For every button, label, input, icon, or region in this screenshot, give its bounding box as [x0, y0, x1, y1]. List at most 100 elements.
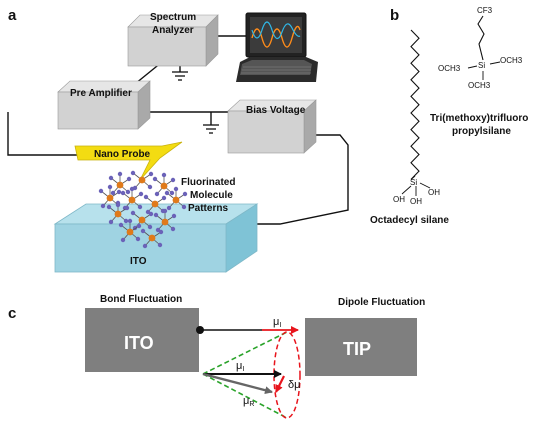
- trifluoro-name-1: Tri(methoxy)trifluoro: [430, 113, 528, 124]
- fluorine-atom: [148, 211, 154, 217]
- bond-fluctuation-label: Bond Fluctuation: [100, 294, 182, 305]
- fluorine-atom: [166, 205, 172, 211]
- fluorine-atom: [140, 228, 146, 234]
- fluorine-atom: [107, 184, 113, 190]
- fluorine-atom: [138, 191, 144, 197]
- fluorine-atom: [137, 204, 143, 210]
- och3-bond-left: [467, 65, 478, 69]
- mu-r-cone: μR: [243, 395, 254, 408]
- dipole-arrow-mu-r: [202, 372, 273, 395]
- bias-voltage-label: Bias Voltage: [246, 105, 306, 116]
- fluorine-atom: [153, 212, 159, 218]
- fluorine-atom: [161, 195, 167, 201]
- bond-left: [401, 185, 412, 195]
- fluorine-atom: [182, 191, 188, 197]
- fluorine-atom: [106, 204, 112, 210]
- mu-i-top: μI: [273, 316, 281, 329]
- panel-b-letter: b: [390, 7, 399, 24]
- fluorine-atom: [130, 170, 136, 176]
- silicon-atom: [106, 194, 114, 202]
- fluorine-atom: [110, 190, 116, 196]
- si-left-label: Si: [410, 178, 417, 187]
- ground-symbol-2: [203, 124, 219, 134]
- fluorine-atom: [142, 243, 148, 249]
- octadecyl-chain: [410, 29, 420, 180]
- fluorine-atom: [124, 205, 130, 211]
- fluorine-atom: [147, 184, 153, 190]
- panel-a-letter: a: [8, 7, 17, 24]
- delta-mu-label: δμ: [288, 379, 300, 391]
- fluorine-atom: [120, 190, 126, 196]
- laptop-icon: [236, 12, 318, 82]
- silicon-atom: [114, 210, 122, 218]
- silicon-atom: [126, 228, 134, 236]
- fluorine-atom: [143, 194, 149, 200]
- bias-voltage-box: Bias Voltage: [227, 99, 317, 154]
- fluorine-atom: [171, 213, 177, 219]
- mu-i-cone: μI: [236, 360, 244, 373]
- fluorine-atom: [157, 242, 163, 248]
- fluorine-atom: [108, 175, 114, 181]
- panel-c-letter: c: [8, 305, 16, 322]
- fluorine-atom: [181, 204, 187, 210]
- och3-bottom-label: OCH3: [468, 81, 491, 90]
- fluorine-atom: [158, 229, 164, 235]
- fluorine-atom: [147, 224, 153, 230]
- fluorine-atom: [98, 188, 104, 194]
- dipole-fluctuation-label: Dipole Fluctuation: [338, 297, 425, 308]
- ito-box: [85, 308, 199, 372]
- fluorine-atom: [170, 177, 176, 183]
- silicon-atom: [172, 196, 180, 204]
- fluctuation-cone: [202, 331, 301, 419]
- fluorine-atom: [148, 171, 154, 177]
- silicon-atom: [138, 216, 146, 224]
- fluorine-atom: [154, 191, 160, 197]
- silicon-atom: [160, 182, 168, 190]
- fluorine-atom: [125, 189, 131, 195]
- silicon-atom: [151, 200, 159, 208]
- pre-amplifier-label: Pre Amplifier: [70, 88, 132, 99]
- molecule-label-1: Fluorinated: [181, 177, 235, 188]
- nano-probe-label: Nano Probe: [94, 149, 151, 160]
- octadecyl-name: Octadecyl silane: [370, 215, 449, 226]
- fluorine-atom: [126, 176, 132, 182]
- fluorine-atom: [115, 202, 121, 208]
- fluorine-atom: [118, 222, 124, 228]
- silicon-atom: [138, 176, 146, 184]
- silicon-atom: [148, 234, 156, 242]
- nano-probe: Nano Probe: [74, 141, 183, 181]
- propyl-chain: [477, 15, 485, 61]
- fluorine-atom: [117, 171, 123, 177]
- silicon-atom: [128, 196, 136, 204]
- fluorine-atom: [170, 226, 176, 232]
- cf3-label: CF3: [477, 6, 493, 15]
- oh-label-3: OH: [428, 188, 440, 197]
- molecule-label-3: Patterns: [188, 203, 228, 214]
- fluorine-atom: [152, 176, 158, 182]
- spectrum-analyzer-label-2: Analyzer: [152, 25, 194, 36]
- tip-box-label: TIP: [343, 339, 371, 359]
- silicon-atom: [116, 181, 124, 189]
- fluorine-atom: [129, 186, 135, 192]
- fluorine-atom: [162, 208, 168, 214]
- fluorine-atom: [135, 236, 141, 242]
- fluorine-atom: [136, 223, 142, 229]
- pre-amplifier-box: Pre Amplifier: [57, 80, 151, 130]
- trifluoro-name-2: propylsilane: [452, 126, 511, 137]
- och3-bond-right: [489, 61, 501, 65]
- fluorine-atom: [161, 172, 167, 178]
- fluorine-atom: [123, 218, 129, 224]
- ito-label: ITO: [130, 256, 147, 267]
- fluorine-atom: [108, 219, 114, 225]
- fluorine-atom: [173, 186, 179, 192]
- spectrum-analyzer-label-1: Spectrum: [150, 12, 196, 23]
- delta-mu-arrow: [275, 375, 285, 393]
- fluorine-atom: [116, 189, 122, 195]
- bond-right: [419, 182, 431, 189]
- och3-right-label: OCH3: [500, 56, 523, 65]
- fluorine-atom: [127, 218, 133, 224]
- fluorine-atom: [164, 190, 170, 196]
- fluorine-atom: [169, 190, 175, 196]
- ground-symbol: [172, 71, 188, 81]
- och3-left-label: OCH3: [438, 64, 461, 73]
